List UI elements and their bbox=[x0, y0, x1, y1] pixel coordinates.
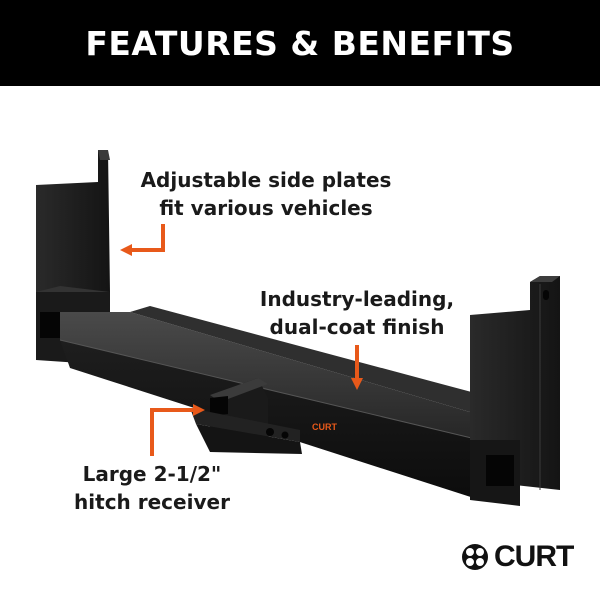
callout-side-plates: Adjustable side plates fit various vehic… bbox=[138, 166, 394, 222]
logo-text: CURT bbox=[494, 540, 574, 573]
cross-beam bbox=[59, 306, 520, 500]
callout-side-plates-line1: Adjustable side plates bbox=[140, 168, 392, 192]
receiver-assembly: CURT bbox=[190, 378, 337, 454]
brand-logo: CURT bbox=[460, 540, 574, 574]
curt-logo-icon bbox=[462, 544, 488, 570]
right-side-plate bbox=[470, 276, 560, 490]
callout-arrows bbox=[120, 224, 363, 456]
header-banner: FEATURES & BENEFITS bbox=[0, 0, 600, 86]
callout-receiver-line2: hitch receiver bbox=[74, 490, 230, 514]
callout-side-plates-line2: fit various vehicles bbox=[159, 196, 373, 220]
right-beam-end bbox=[470, 440, 520, 506]
arrow-receiver bbox=[150, 408, 196, 456]
arrow-side-plates bbox=[128, 224, 165, 252]
left-side-plate bbox=[36, 150, 110, 292]
trailer-hitch-image: CURT bbox=[36, 150, 560, 506]
callout-receiver-line1: Large 2-1/2" bbox=[82, 462, 222, 486]
callout-finish-line1: Industry-leading, bbox=[259, 287, 455, 311]
callout-receiver: Large 2-1/2" hitch receiver bbox=[70, 460, 234, 516]
page-title: FEATURES & BENEFITS bbox=[85, 23, 515, 63]
callout-finish: Industry-leading, dual-coat finish bbox=[252, 285, 462, 341]
callout-finish-line2: dual-coat finish bbox=[269, 315, 445, 339]
product-brand-label: CURT bbox=[312, 422, 337, 432]
